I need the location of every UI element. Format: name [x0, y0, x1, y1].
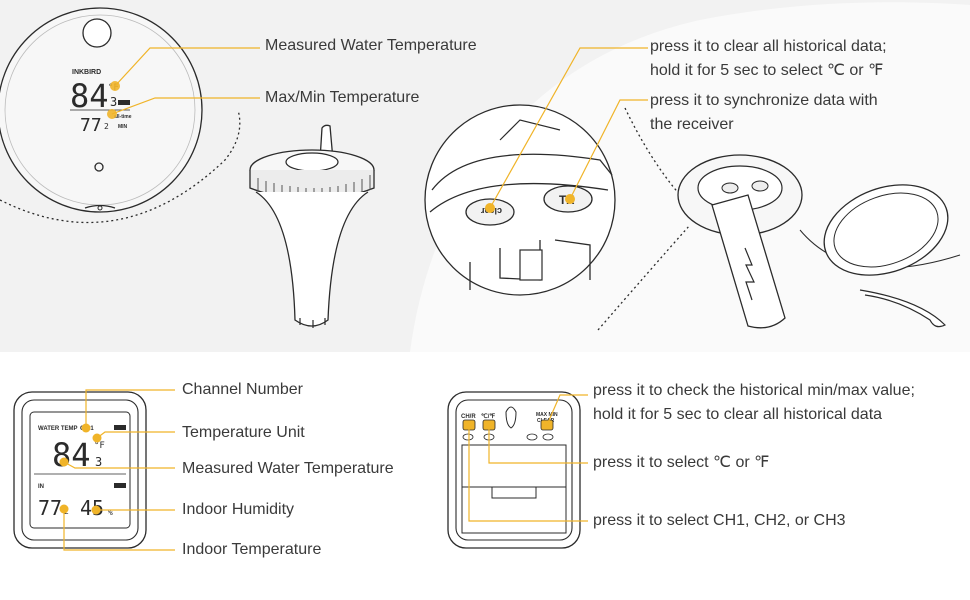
sensor-brand: INKBIRD	[72, 69, 101, 76]
label-select-unit: press it to select ℃ or ℉	[593, 454, 770, 471]
leader-maxmin	[111, 97, 260, 115]
sensor-battery-icon	[118, 100, 130, 105]
receiver-in-label: IN	[38, 484, 44, 490]
label-indoor-humidity: Indoor Humidity	[182, 501, 295, 518]
sensor-top-view: INKBIRD 84 °F 3 77 2 all-time MIN	[0, 7, 260, 213]
receiver-water-temp-label: WATER TEMP	[38, 426, 78, 432]
battery-cover	[461, 486, 567, 534]
leader-sync	[569, 99, 648, 200]
label-clear-line2: hold it for 5 sec to select ℃ or ℉	[650, 62, 884, 79]
receiver-humidity-pct: %	[108, 508, 113, 517]
sensor-button-icon	[82, 18, 112, 48]
leader-select-ch	[468, 425, 588, 522]
sensor-lcd-low: 77	[80, 115, 102, 136]
sensor-lcd-min: MIN	[118, 124, 128, 130]
leader-water-temp-top	[114, 47, 260, 87]
label-select-ch: press it to select CH1, CH2, or CH3	[593, 512, 846, 529]
receiver-indoor-temp: 77	[38, 496, 62, 520]
open-sensor-illustration	[677, 154, 961, 329]
leader-unit	[96, 431, 175, 439]
label-temperature-unit: Temperature Unit	[182, 424, 305, 441]
label-clear-line1: press it to clear all historical data;	[650, 38, 887, 55]
leader-channel	[85, 389, 175, 428]
sensor-lcd-temp: 84	[70, 77, 109, 115]
sensor-lcd-temp-dec: 3	[110, 95, 117, 109]
hang-hole-icon	[505, 406, 517, 429]
back-btn-ch-label: CH/R	[461, 414, 476, 420]
label-indoor-temperature: Indoor Temperature	[182, 541, 322, 558]
label-sync-line1: press it to synchronize data with	[650, 92, 878, 109]
leader-maxmin-back	[546, 394, 588, 426]
leader-select-unit	[488, 425, 588, 464]
label-channel-number: Channel Number	[182, 381, 303, 398]
sensor-dotted-outline	[0, 109, 241, 224]
sensor-lcd-alltime: all-time	[114, 114, 132, 120]
battery-compartment-closeup: clear TX	[424, 47, 648, 296]
receiver-front: WATER TEMP CH 1 84 °F 3 IN 77 2 45 %	[13, 389, 175, 551]
leader-indoor-temp	[63, 509, 175, 551]
label-maxmin-line2: hold it for 5 sec to clear all historica…	[593, 406, 883, 423]
receiver-back: CH/R ℃/℉ MAX MIN CLEAR	[447, 391, 588, 549]
leader-clear	[489, 47, 648, 209]
back-btn-unit-label: ℃/℉	[481, 413, 495, 420]
leader-water-temp-bottom	[63, 461, 175, 469]
receiver-temp-unit: °F	[94, 441, 105, 451]
label-max-min-temp: Max/Min Temperature	[265, 89, 420, 106]
receiver-battery-icon	[114, 425, 126, 430]
back-btn-maxmin-label: MAX MIN	[536, 412, 558, 418]
receiver-indoor-battery-icon	[114, 483, 126, 488]
label-measured-water-temp-top: Measured Water Temperature	[265, 37, 477, 54]
sensor-led-icon	[94, 162, 104, 172]
label-measured-water-temp-bottom: Measured Water Temperature	[182, 460, 394, 477]
label-maxmin-line1: press it to check the historical min/max…	[593, 382, 915, 399]
floating-sensor-illustration	[249, 124, 375, 328]
label-sync-line2: the receiver	[650, 116, 734, 133]
sensor-lcd-low-dec: 2	[104, 122, 109, 131]
receiver-temp-dec: 3	[95, 455, 102, 469]
